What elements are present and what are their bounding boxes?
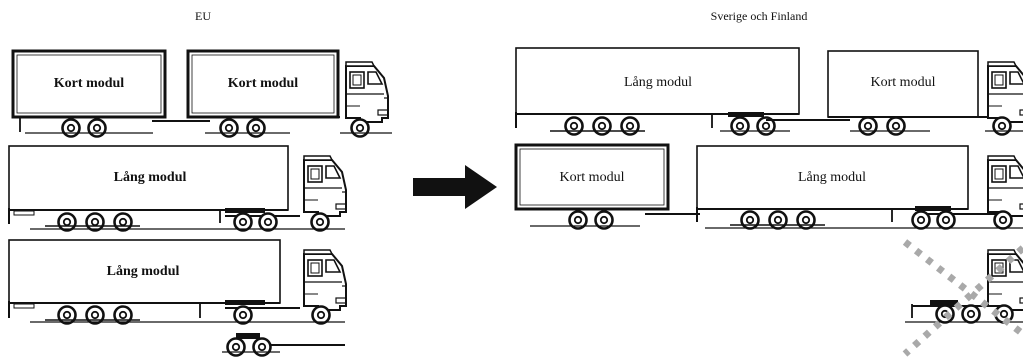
- eu-tractor-semitrailer: Lång modul: [8, 145, 347, 232]
- right-arrow-icon: [413, 165, 497, 209]
- dolly: [222, 333, 345, 357]
- kort-modul-truck-box: Kort modul: [827, 50, 979, 118]
- eu-truck-trailer-combination: Kort modul Kort modul: [11, 49, 392, 138]
- nordic-truck-dolly-semitrailer: Lång modul Kort modul: [515, 47, 1023, 136]
- kort-modul-label: Kort modul: [871, 75, 936, 90]
- kort-modul-label: Kort modul: [54, 76, 125, 91]
- cross-out-icon: [902, 239, 1023, 357]
- heading-eu: EU: [195, 9, 211, 23]
- lang-modul-label: Lång modul: [624, 75, 692, 90]
- lang-modul-label: Lång modul: [798, 170, 866, 185]
- lang-modul-semitrailer-box: Lång modul: [8, 145, 289, 211]
- nordic-tractor-semitrailer-centre-axle-trailer: Kort modul Lång modul: [514, 143, 1023, 230]
- kort-modul-trailer-box: Kort modul: [514, 143, 670, 211]
- lang-modul-label: Lång modul: [107, 264, 180, 279]
- kort-modul-trailer-box: Kort modul: [11, 49, 167, 119]
- lang-modul-semitrailer-box: Lång modul: [515, 47, 800, 115]
- lang-modul-semitrailer-box: Lång modul: [8, 239, 281, 304]
- kort-modul-label: Kort modul: [560, 170, 625, 185]
- heading-sverige-och-finland: Sverige och Finland: [711, 9, 808, 23]
- kort-modul-label: Kort modul: [228, 76, 299, 91]
- lang-modul-label: Lång modul: [114, 170, 187, 185]
- lang-modul-semitrailer-box: Lång modul: [696, 145, 969, 210]
- eu-tractor-semitrailer-with-dolly: Lång modul: [8, 239, 347, 325]
- kort-modul-truck-box: Kort modul: [186, 49, 340, 119]
